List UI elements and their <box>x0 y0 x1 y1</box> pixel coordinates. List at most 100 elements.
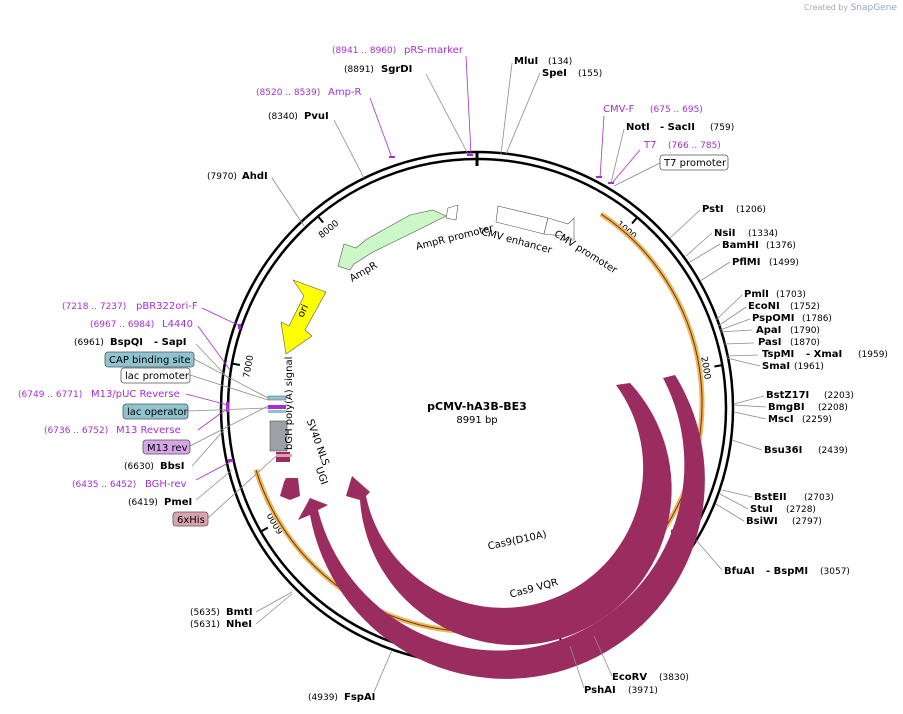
site-pasi: PasI <box>758 337 781 348</box>
site-spei-pos: (155) <box>578 69 602 79</box>
m13-rev-box <box>142 439 191 455</box>
primer-m13-reverse: M13 Reverse <box>116 425 181 436</box>
ugi-label: UGI <box>313 466 330 487</box>
site-pspomi-pos: (1786) <box>802 314 832 324</box>
site-apai: ApaI <box>756 325 781 336</box>
left-sites: (8891) SgrDI (8340) PvuI (7970) AhdI (69… <box>74 64 469 703</box>
site-pshai-pos: (3971) <box>628 686 658 696</box>
primer-m13-reverse-pos: (6736 .. 6752) <box>44 426 108 436</box>
site-mlui-pos: (134) <box>548 57 572 67</box>
tick-mark-7000 <box>231 362 241 366</box>
site-sgrdi-pos: (8891) <box>344 65 374 75</box>
site-bamhi: BamHI <box>722 240 759 251</box>
site-msci: MscI <box>768 414 794 425</box>
lac-operator-label: lac operator <box>127 407 188 418</box>
cmv-promoter-arrow <box>543 217 575 241</box>
lac-operator-mark <box>267 395 287 401</box>
site-pshai: PshAI <box>584 685 616 696</box>
site-xmai: - XmaI <box>806 349 842 360</box>
site-bsiwi-pos: (2797) <box>792 517 822 527</box>
site-pspomi: PspOMI <box>752 313 794 324</box>
site-bbsi: BbsI <box>160 461 184 472</box>
site-ahdi-pos: (7970) <box>207 172 237 182</box>
right-sites: MluI (134) SpeI (155) NotI - SacII (759)… <box>500 56 888 696</box>
site-sapi: - SapI <box>154 337 186 348</box>
primer-t7-mark <box>608 182 614 184</box>
site-tspmi: TspMI <box>762 349 794 360</box>
site-ahdi: AhdI <box>242 171 268 182</box>
ampr-arrow <box>337 209 447 271</box>
site-stui: StuI <box>750 504 773 515</box>
primer-pbr322ori-f-pos: (7218 .. 7237) <box>62 302 126 312</box>
primer-prs-marker-pos: (8941 .. 8960) <box>332 46 396 56</box>
site-bsteii: BstEII <box>754 492 787 503</box>
site-bamhi-pos: (1376) <box>766 241 796 251</box>
site-pvui-pos: (8340) <box>268 112 298 122</box>
tick-label-8000: 8000 <box>317 218 341 240</box>
cap-binding-site-box <box>104 351 195 368</box>
his-tag-box <box>172 511 209 527</box>
site-pmei: PmeI <box>164 497 192 508</box>
primers: (8941 .. 8960) pRS-marker (8520 .. 8539)… <box>18 45 721 490</box>
site-fspai: FspAI <box>344 692 375 703</box>
primer-cmv-f-pos: (675 .. 695) <box>650 105 703 115</box>
tick-mark-1000 <box>631 216 638 225</box>
his-tag-label: 6xHis <box>177 515 205 526</box>
cap-site-mark <box>268 410 286 413</box>
site-apai-pos: (1790) <box>790 326 820 336</box>
cas9-d10a-arrow <box>346 383 672 646</box>
primer-t7-pos: (766 .. 785) <box>668 141 721 151</box>
primer-cmv-f-mark <box>596 176 602 178</box>
primer-m13-puc-mark <box>226 402 229 412</box>
tick-mark-6000 <box>260 526 269 533</box>
site-bspqi: BspQI <box>110 337 143 348</box>
site-nhei-pos: (5631) <box>190 620 220 630</box>
sv40-nls-label: SV40 NLS <box>304 418 331 467</box>
cas9-d10a-label: Cas9(D10A) <box>487 529 548 552</box>
site-psti-pos: (1206) <box>736 205 766 215</box>
site-psti: PstI <box>702 204 724 215</box>
bgh-polya-bar <box>269 420 288 452</box>
m13-rev-mark <box>268 405 286 409</box>
m13-rev-label: M13 rev <box>147 443 188 454</box>
snapgene-credit: Created by SnapGene <box>804 3 897 13</box>
primer-t7: T7 <box>643 140 656 151</box>
site-smai: SmaI <box>762 361 790 372</box>
tick-mark-2000 <box>714 364 723 368</box>
site-pmli-pos: (1703) <box>776 290 806 300</box>
site-noti: NotI <box>626 122 650 133</box>
site-ecorv-pos: (3830) <box>659 673 689 683</box>
ori-arrow <box>280 279 327 355</box>
site-mlui: MluI <box>514 56 538 67</box>
site-bstz17i: BstZ17I <box>766 390 809 401</box>
bgh-polya-label: bGH poly(A) signal <box>284 357 295 450</box>
primer-m13-puc: M13/pUC Reverse <box>91 389 180 400</box>
site-bsu36i-pos: (2439) <box>818 446 848 456</box>
site-ecorv: EcoRV <box>612 672 647 683</box>
site-pmli: PmlI <box>744 289 769 300</box>
primer-l4440-pos: (6967 .. 6984) <box>90 320 154 330</box>
site-bmti-pos: (5635) <box>190 608 220 618</box>
cas9-vqr-label: Cas9 VQR <box>509 577 560 600</box>
primer-pbr322ori-f: pBR322ori-F <box>136 301 198 312</box>
site-bsu36i: Bsu36I <box>764 445 802 456</box>
primer-amp-r: Amp-R <box>328 87 362 98</box>
site-bfuai-pos: (3057) <box>820 567 850 577</box>
lac-promoter-label: lac promoter <box>125 371 190 382</box>
his-tag-mark <box>276 454 292 457</box>
site-tspmi-pos: (1959) <box>858 350 888 360</box>
site-bspqi-pos: (6961) <box>74 338 104 348</box>
ori-label: ori <box>296 303 311 319</box>
primer-m13-puc-pos: (6749 .. 6771) <box>18 390 82 400</box>
primer-l4440: L4440 <box>162 319 193 330</box>
site-pflmi-pos: (1499) <box>769 258 799 268</box>
site-nsii: NsiI <box>714 228 735 239</box>
primer-bgh-rev-mark <box>228 459 233 462</box>
site-stui-pos: (2728) <box>786 505 816 515</box>
site-bsiwi: BsiWI <box>746 516 778 527</box>
lac-operator-box <box>122 403 189 420</box>
site-bbsi-pos: (6630) <box>124 462 154 472</box>
site-bmti: BmtI <box>226 607 253 618</box>
ugi-arrow <box>280 478 300 500</box>
credit-prefix: Created by <box>804 3 849 12</box>
